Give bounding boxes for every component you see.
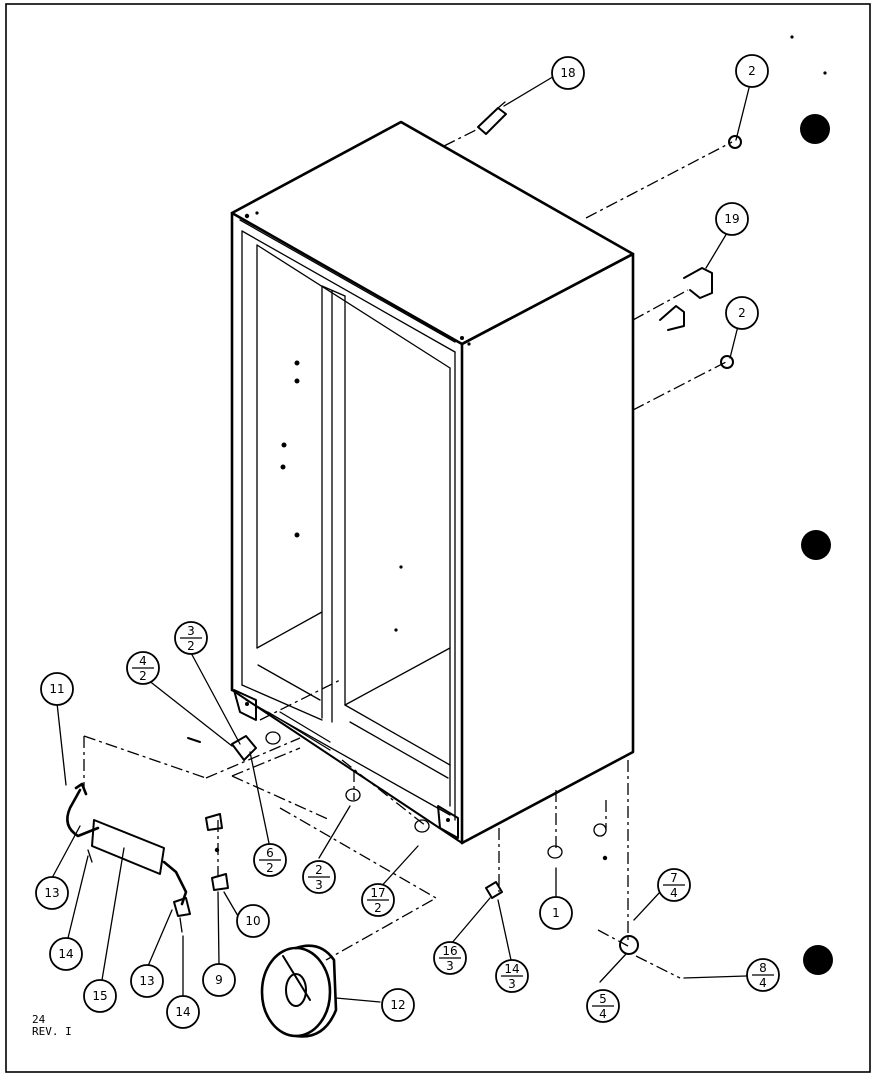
callout-12: 12 <box>381 988 415 1022</box>
callout-circle <box>381 988 415 1022</box>
speck <box>790 35 794 39</box>
page-border <box>5 3 871 1073</box>
callout-10: 10 <box>236 904 270 938</box>
binder-hole-bottom <box>803 945 833 975</box>
callout-2a: 2 <box>735 54 769 88</box>
callout-number: 15 <box>92 989 107 1003</box>
callout-quantity: 3 <box>446 959 454 973</box>
callout-number: 2 <box>748 64 756 78</box>
callout-quantity: 2 <box>187 639 195 653</box>
callout-7-4: 74 <box>657 868 691 902</box>
callout-number: 8 <box>759 961 767 975</box>
callout-number: 17 <box>370 886 385 900</box>
callout-number: 14 <box>58 947 73 961</box>
callout-number: 14 <box>175 1005 190 1019</box>
callout-number: 2 <box>315 863 323 877</box>
callout-number: 18 <box>560 66 575 80</box>
drawing-footer: 24 REV. I <box>32 1014 72 1038</box>
callout-9: 9 <box>202 963 236 997</box>
callout-quantity: 3 <box>315 878 323 892</box>
callout-circle <box>725 296 759 330</box>
callout-number: 19 <box>724 212 739 226</box>
bracket <box>659 305 685 331</box>
callout-circle <box>202 963 236 997</box>
callout-number: 14 <box>504 962 519 976</box>
hardware-parts <box>187 101 742 955</box>
callout-circle <box>715 202 749 236</box>
bracket <box>683 267 713 299</box>
callout-number: 10 <box>245 914 260 928</box>
callout-number: 7 <box>670 871 678 885</box>
callout-circle <box>539 896 573 930</box>
callout-5-4: 54 <box>586 989 620 1023</box>
callout-number: 5 <box>599 992 607 1006</box>
callout-2b: 2 <box>725 296 759 330</box>
callout-3-2: 32 <box>174 621 208 655</box>
callout-19: 19 <box>715 202 749 236</box>
binder-hole-top <box>800 114 830 144</box>
leader-lines <box>83 127 733 979</box>
callout-2-3: 23 <box>302 860 336 894</box>
speck <box>823 71 827 75</box>
callout-number: 11 <box>49 682 64 696</box>
callout-circle <box>35 876 69 910</box>
drain-ring <box>260 944 338 1038</box>
refrigerator-cabinet <box>214 120 635 861</box>
cabinet-top-face <box>230 120 635 346</box>
callout-leaders <box>51 74 750 1003</box>
callout-quantity: 4 <box>599 1007 607 1021</box>
callout-17-2: 172 <box>361 883 395 917</box>
callout-circle <box>551 56 585 90</box>
callout-number: 12 <box>390 998 405 1012</box>
callout-18: 18 <box>551 56 585 90</box>
callout-circle <box>236 904 270 938</box>
callout-circle <box>40 672 74 706</box>
caster-wheel <box>619 935 639 955</box>
callout-4-2: 42 <box>126 651 160 685</box>
callout-13b: 13 <box>130 964 164 998</box>
sheet-number: 24 <box>32 1013 46 1026</box>
callout-11: 11 <box>40 672 74 706</box>
revision-label: REV. I <box>32 1025 72 1038</box>
callout-13a: 13 <box>35 876 69 910</box>
callout-number: 2 <box>738 306 746 320</box>
drain-tube <box>91 819 165 875</box>
callout-14-3: 143 <box>495 959 529 993</box>
callout-quantity: 4 <box>759 976 767 990</box>
callout-8-4: 84 <box>746 958 780 992</box>
callout-quantity: 4 <box>670 886 678 900</box>
callout-quantity: 2 <box>374 901 382 915</box>
callout-14b: 14 <box>166 995 200 1029</box>
callout-1: 1 <box>539 896 573 930</box>
callout-number: 16 <box>442 944 457 958</box>
callout-number: 13 <box>44 886 59 900</box>
callout-15: 15 <box>83 979 117 1013</box>
callout-number: 13 <box>139 974 154 988</box>
callout-quantity: 2 <box>266 861 274 875</box>
callout-circle <box>166 995 200 1029</box>
callout-number: 1 <box>552 906 560 920</box>
callout-16-3: 163 <box>433 941 467 975</box>
callout-circle <box>83 979 117 1013</box>
callout-number: 9 <box>215 973 223 987</box>
callout-number: 6 <box>266 846 274 860</box>
callout-circle <box>130 964 164 998</box>
condenser-tube-assembly <box>66 782 191 933</box>
callout-number: 4 <box>139 654 147 668</box>
callout-number: 3 <box>187 624 195 638</box>
callout-circle <box>735 54 769 88</box>
hinge-pin <box>477 107 507 135</box>
callout-14a: 14 <box>49 937 83 971</box>
callout-quantity: 2 <box>139 669 147 683</box>
cabinet-side-face <box>460 252 635 845</box>
binder-hole-middle <box>801 530 831 560</box>
callout-quantity: 3 <box>508 977 516 991</box>
callout-6-2: 62 <box>253 843 287 877</box>
callout-circle <box>49 937 83 971</box>
